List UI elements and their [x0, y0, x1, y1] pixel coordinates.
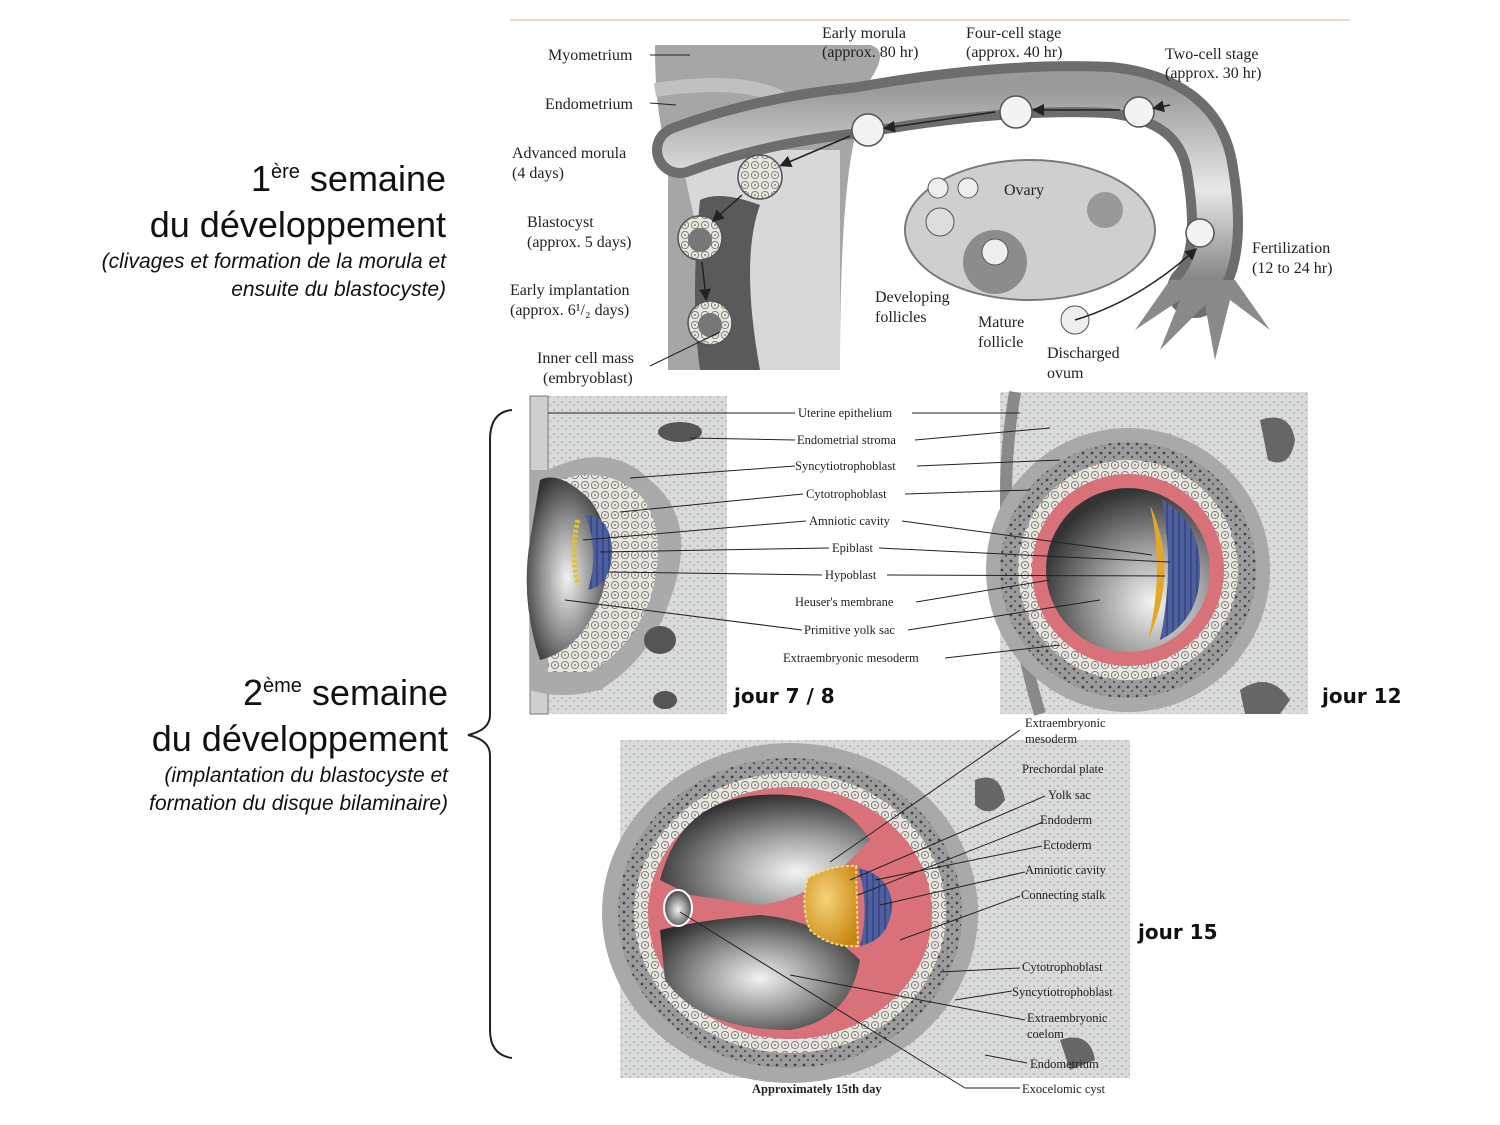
label-ovary: Ovary: [1004, 182, 1044, 199]
label-endometrial-stroma: Endometrial stroma: [797, 433, 896, 447]
two-cell-shape: [1123, 96, 1155, 128]
label-extraembryonic-mesoderm: Extraembryonic mesoderm: [783, 651, 919, 665]
label-fertilization: Fertilization: [1252, 240, 1330, 257]
day7-epiblast: [585, 515, 612, 590]
label-endoderm: Endoderm: [1040, 813, 1092, 827]
caption-15th-day: Approximately 15th day: [752, 1082, 882, 1096]
day15-extraembryonic-coelom-lower: [660, 915, 860, 1030]
day12-epiblast: [1160, 500, 1200, 640]
label-prechordal-plate: Prechordal plate: [1022, 762, 1104, 776]
label-ectoderm: Ectoderm: [1043, 838, 1092, 852]
advanced-morula-shape: [737, 154, 783, 200]
label-extraembryonic-coelom: Extraembryonic: [1027, 1011, 1108, 1025]
day-label-12: jour 12: [1322, 684, 1402, 708]
label-epiblast: Epiblast: [832, 541, 873, 555]
label-four-cell: Four-cell stage: [966, 25, 1061, 42]
label-connecting-stalk: Connecting stalk: [1021, 888, 1106, 902]
label-d15-syncytiotrophoblast: Syncytiotrophoblast: [1012, 985, 1113, 999]
label-yolk-sac: Yolk sac: [1048, 788, 1091, 802]
week1-subtitle-2: ensuite du blastocyste): [231, 278, 446, 301]
label-heusers-membrane: Heuser's membrane: [795, 595, 894, 609]
label-cytotrophoblast: Cytotrophoblast: [806, 487, 887, 501]
label-early-implantation-time: (approx. 6¹/₂ days): [510, 302, 629, 319]
early-morula-shape: [851, 113, 885, 147]
label-blastocyst: Blastocyst: [527, 214, 594, 231]
label-blastocyst-time: (approx. 5 days): [527, 234, 631, 251]
label-four-cell-time: (approx. 40 hr): [966, 44, 1062, 61]
week2-subtitle-2: formation du disque bilaminaire): [149, 792, 448, 815]
zygote-shape: [1185, 218, 1215, 248]
label-d15-extraembryonic-mesoderm: Extraembryonic: [1025, 716, 1106, 730]
fimbriae: [1135, 280, 1270, 360]
label-discharged-ovum-2: ovum: [1047, 365, 1084, 382]
label-syncytiotrophoblast: Syncytiotrophoblast: [795, 459, 896, 473]
label-developing-follicles: Developing: [875, 289, 950, 306]
day-label-15: jour 15: [1138, 920, 1218, 944]
label-d15-amniotic-cavity: Amniotic cavity: [1025, 863, 1107, 877]
day7-diagram: [526, 395, 727, 715]
label-early-morula-time: (approx. 80 hr): [822, 44, 918, 61]
week2-subtitle-1: (implantation du blastocyste et: [164, 764, 448, 787]
label-d15-extraembryonic-mesoderm-2: mesoderm: [1025, 732, 1077, 746]
label-fertilization-time: (12 to 24 hr): [1252, 260, 1332, 277]
day7-amniotic-cavity: [571, 519, 581, 586]
day15-exocelomic-cyst: [663, 889, 693, 927]
week1-title-line2: du développement: [149, 204, 446, 245]
label-exocelomic-cyst: Exocelomic cyst: [1022, 1082, 1105, 1096]
label-primitive-yolk-sac: Primitive yolk sac: [804, 623, 895, 637]
day-label-7-8: jour 7 / 8: [734, 684, 835, 708]
four-cell-shape: [999, 95, 1033, 129]
label-mature-follicle: Mature: [978, 314, 1024, 331]
label-two-cell: Two-cell stage: [1165, 46, 1259, 63]
week1-subtitle-1: (clivages et formation de la morula et: [101, 250, 446, 273]
week1-heading: 1ère semaine du développement (clivages …: [6, 156, 446, 304]
day15-labels: Extraembryonic mesoderm Prechordal plate…: [679, 716, 1113, 1096]
label-d15-cytotrophoblast: Cytotrophoblast: [1022, 960, 1103, 974]
label-inner-cell-mass: Inner cell mass: [537, 350, 634, 367]
week1-labels: Myometrium Endometrium Advanced morula (…: [510, 25, 1332, 387]
label-early-morula: Early morula: [822, 25, 906, 42]
week1-title: 1ère semaine: [250, 158, 446, 199]
day12-amniotic-cavity: [1148, 505, 1165, 640]
label-inner-cell-mass-alt: (embryoblast): [543, 370, 633, 387]
label-hypoblast: Hypoblast: [825, 568, 877, 582]
label-myometrium: Myometrium: [548, 47, 633, 64]
label-extraembryonic-coelom-2: coelom: [1027, 1027, 1064, 1041]
label-mature-follicle-2: follicle: [978, 334, 1023, 351]
label-d15-endometrium: Endometrium: [1030, 1057, 1099, 1071]
label-two-cell-time: (approx. 30 hr): [1165, 65, 1261, 82]
week2-mid-labels: Uterine epithelium Endometrial stroma Sy…: [548, 406, 1171, 665]
label-discharged-ovum: Discharged: [1047, 345, 1120, 362]
label-uterine-epithelium: Uterine epithelium: [798, 406, 892, 420]
label-advanced-morula: Advanced morula: [512, 145, 626, 162]
day15-yolk-sac: [803, 864, 860, 948]
week2-heading: 2ème semaine du développement (implantat…: [0, 670, 448, 818]
label-early-implantation: Early implantation: [510, 282, 630, 299]
day15-ectoderm: [858, 868, 892, 946]
week2-title-line2: du développement: [151, 718, 448, 759]
label-amniotic-cavity: Amniotic cavity: [809, 514, 891, 528]
week1-diagram: [510, 19, 1350, 370]
week2-title: 2ème semaine: [242, 672, 448, 713]
day12-diagram: [986, 390, 1308, 716]
label-developing-follicles-2: follicles: [875, 309, 927, 326]
day7-primitive-yolk-sac: [526, 477, 608, 660]
label-endometrium: Endometrium: [545, 96, 634, 113]
label-advanced-morula-time: (4 days): [512, 165, 564, 182]
day15-diagram: [602, 740, 1130, 1083]
week2-brace: [467, 409, 513, 1059]
